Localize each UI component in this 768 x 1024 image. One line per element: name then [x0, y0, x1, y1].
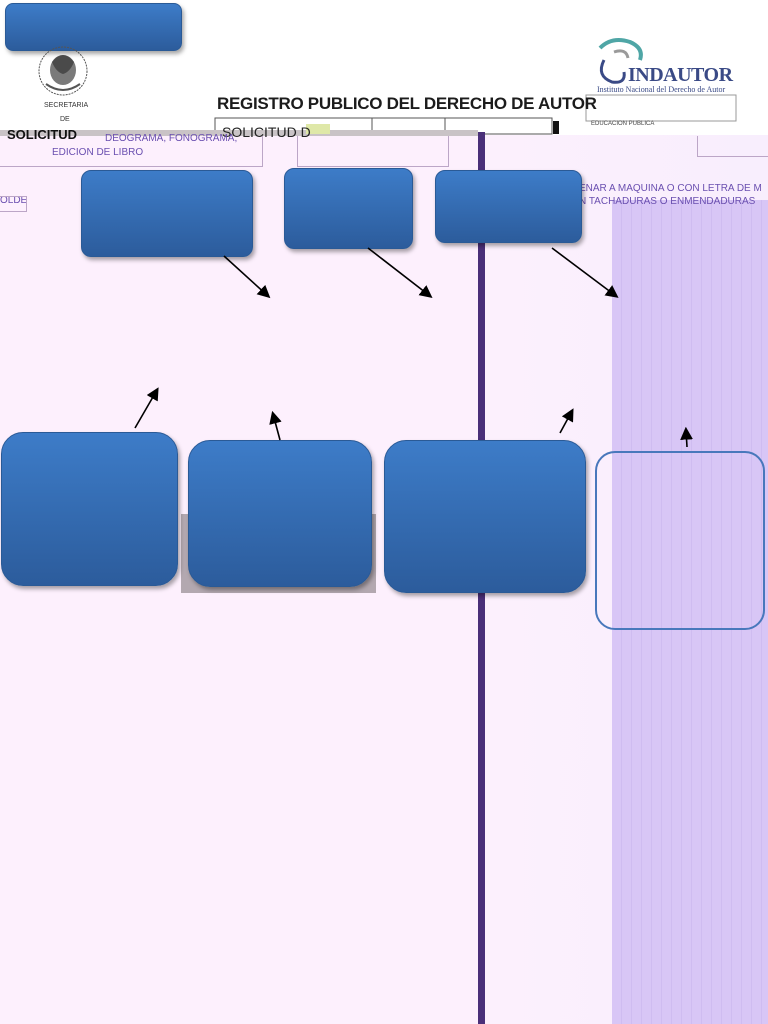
arrow-7 [680, 426, 693, 448]
ideograma-label: DEOGRAMA, FONOGRAMA, [105, 133, 238, 144]
indautor-swirl-logo-icon [598, 38, 643, 84]
arrow-5 [269, 410, 282, 441]
indautor-logo-text: INDAUTOR [628, 64, 733, 86]
callout-box-7-outline[interactable] [595, 451, 765, 630]
arrow-6 [559, 408, 574, 434]
form-field-box [0, 196, 27, 212]
callout-box-4[interactable] [1, 432, 178, 586]
callout-box-5[interactable] [188, 440, 372, 587]
arrow-1 [223, 255, 271, 299]
header-graphics [0, 38, 737, 136]
page-title: REGISTRO PUBLICO DEL DERECHO DE AUTOR [217, 94, 597, 113]
solicitud-mid-label: SOLICITUD D [222, 124, 311, 140]
de-label: DE [60, 116, 70, 123]
sin-tachaduras-instruction: N TACHADURAS O ENMENDADURAS [579, 196, 756, 207]
callout-box-2[interactable] [284, 168, 413, 249]
solicitud-label: SOLICITUD [7, 127, 78, 142]
edicion-label: EDICION DE LIBRO [52, 147, 144, 158]
arrow-2 [367, 247, 433, 298]
indautor-subtitle: Instituto Nacional del Derecho de Autor [597, 85, 726, 94]
top-left-callout[interactable] [5, 3, 182, 51]
seal-icon [38, 46, 88, 96]
callout-box-6[interactable] [384, 440, 586, 593]
education-label: EDUCACION PUBLICA [591, 121, 655, 127]
llenar-instruction: ENAR A MAQUINA O CON LETRA DE M [579, 183, 762, 194]
arrow-3 [551, 247, 619, 298]
lavender-band [612, 200, 768, 1024]
form-field-box [0, 136, 263, 167]
molde-label: OLDE [0, 195, 28, 206]
form-field-box [297, 136, 449, 167]
secretaria-label: SECRETARIA [44, 102, 89, 109]
form-field-box [697, 136, 768, 157]
callout-box-1[interactable] [81, 170, 253, 257]
arrow-4 [134, 387, 159, 429]
callout-box-3[interactable] [435, 170, 582, 243]
